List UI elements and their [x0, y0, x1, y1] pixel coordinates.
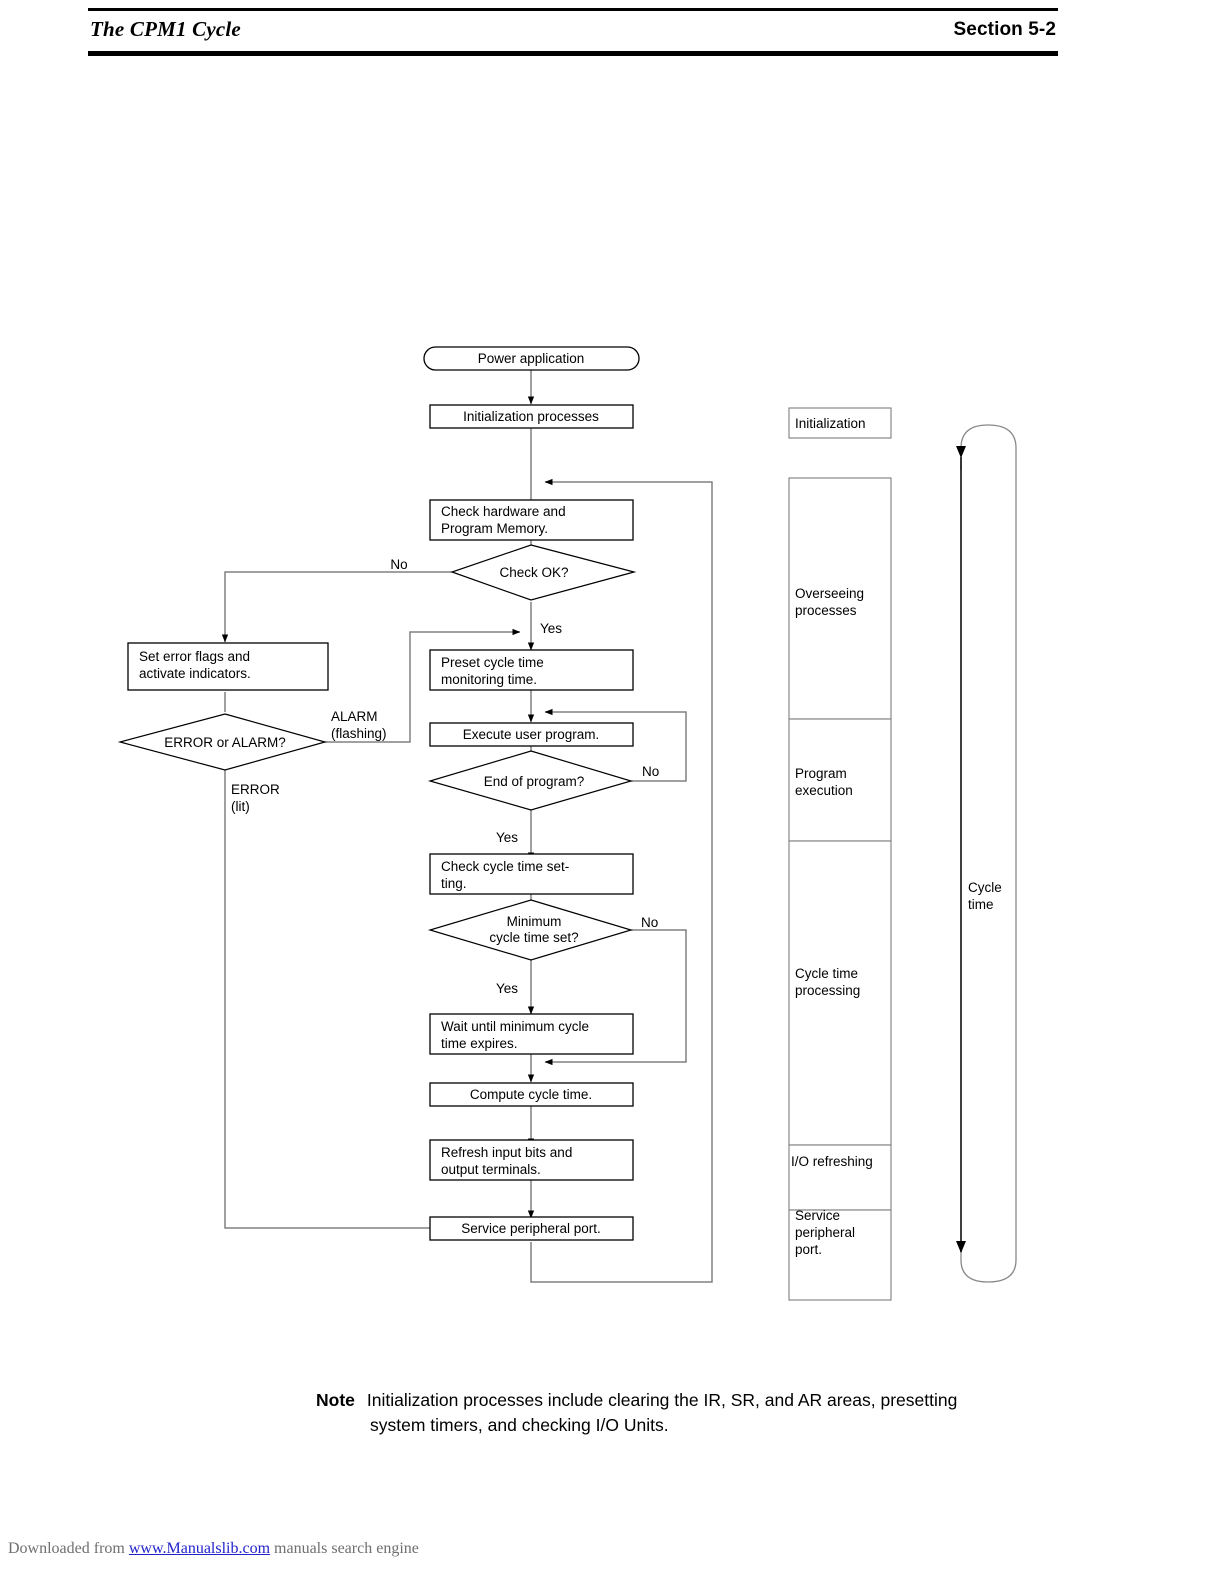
node-service-peripheral-port: Service peripheral port.	[429, 1216, 634, 1241]
node-wait-line1: Wait until minimum cycle	[441, 1019, 589, 1034]
phase-program-line1: Program	[795, 766, 847, 781]
node-power-application: Power application	[423, 346, 640, 371]
edge-label-no-end: No	[642, 764, 659, 779]
phase-overseeing-line1: Overseeing	[795, 586, 864, 601]
edge-label-error-line2: (lit)	[231, 799, 250, 814]
note-label: Note	[316, 1390, 355, 1410]
node-initialization-processes: Initialization processes	[429, 404, 634, 429]
node-check-hardware-line2: Program Memory.	[441, 521, 548, 536]
phase-service-line3: port.	[795, 1242, 822, 1257]
node-preset-cycle-time-line2: monitoring time.	[441, 672, 537, 687]
node-wait-minimum-cycle-time: Wait until minimum cycle time expires.	[429, 1013, 634, 1055]
cpm1-cycle-flowchart: Power application Initialization process…	[0, 330, 1224, 1310]
edge-label-no-min: No	[641, 915, 658, 930]
phase-column: Initialization Overseeing processes Prog…	[788, 407, 892, 1301]
node-refresh-io-line2: output terminals.	[441, 1162, 541, 1177]
node-end-of-program-label: End of program?	[484, 774, 585, 789]
phase-service-line2: peripheral	[795, 1225, 855, 1240]
phase-cycle-time-processing: Cycle time processing	[788, 840, 892, 1146]
node-check-cycle-time-line2: ting.	[441, 876, 467, 891]
phase-cycletime-line1: Cycle time	[795, 966, 858, 981]
phase-io-refreshing-label: I/O refreshing	[791, 1154, 873, 1169]
node-error-or-alarm-decision: ERROR or ALARM?	[117, 713, 328, 771]
node-set-error-flags-line2: activate indicators.	[139, 666, 251, 681]
note-line2: system timers, and checking I/O Units.	[370, 1415, 669, 1435]
node-set-error-flags-line1: Set error flags and	[139, 649, 250, 664]
edge-label-no-check: No	[390, 557, 407, 572]
node-compute-cycle-time: Compute cycle time.	[429, 1082, 634, 1107]
node-check-cycle-time-line1: Check cycle time set-	[441, 859, 569, 874]
phase-overseeing-line2: processes	[795, 603, 857, 618]
header-rule-bottom	[88, 51, 1058, 56]
cycle-time-bracket-line1: Cycle	[968, 880, 1002, 895]
note-block: Note Initialization processes include cle…	[316, 1388, 1076, 1438]
phase-program-line2: execution	[795, 783, 853, 798]
node-preset-cycle-time: Preset cycle time monitoring time.	[429, 649, 634, 691]
node-wait-line2: time expires.	[441, 1036, 518, 1051]
flow-edge-labels: No Yes ALARM (flashing) ERROR (lit) No Y…	[231, 557, 659, 996]
edge-label-yes-min: Yes	[496, 981, 518, 996]
edge-label-alarm-line1: ALARM	[331, 709, 378, 724]
node-refresh-io-line1: Refresh input bits and	[441, 1145, 572, 1160]
node-refresh-io: Refresh input bits and output terminals.	[429, 1139, 634, 1181]
node-minimum-cycle-time-line2: cycle time set?	[489, 930, 578, 945]
node-check-cycle-time-setting: Check cycle time set- ting.	[429, 853, 634, 895]
node-check-ok-decision: Check OK?	[450, 544, 637, 601]
flow-connectors	[221, 370, 713, 1283]
edge-label-error-line1: ERROR	[231, 782, 280, 797]
node-execute-user-program-label: Execute user program.	[463, 727, 600, 742]
phase-service-line1: Service	[795, 1208, 840, 1223]
phase-overseeing-processes: Overseeing processes	[788, 477, 892, 720]
phase-io-refreshing: I/O refreshing	[788, 1144, 892, 1211]
node-error-or-alarm-label: ERROR or ALARM?	[164, 735, 286, 750]
node-check-ok-label: Check OK?	[499, 565, 568, 580]
page-footer: Downloaded from www.Manualslib.com manua…	[8, 1540, 419, 1558]
cycle-time-bracket-line2: time	[968, 897, 994, 912]
node-minimum-cycle-time-line1: Minimum	[507, 914, 562, 929]
node-initialization-processes-label: Initialization processes	[463, 409, 599, 424]
page-title: The CPM1 Cycle	[90, 17, 241, 41]
footer-prefix: Downloaded from	[8, 1540, 129, 1557]
node-preset-cycle-time-line1: Preset cycle time	[441, 655, 544, 670]
page-header: The CPM1 Cycle Section 5-2	[88, 8, 1058, 56]
phase-initialization: Initialization	[788, 407, 892, 439]
node-set-error-flags: Set error flags and activate indicators.	[127, 642, 329, 691]
edge-label-yes-end: Yes	[496, 830, 518, 845]
node-execute-user-program: Execute user program.	[429, 722, 634, 747]
note-line1: Initialization processes include clearin…	[366, 1390, 958, 1410]
phase-program-execution: Program execution	[788, 718, 892, 842]
node-service-peripheral-port-label: Service peripheral port.	[461, 1221, 601, 1236]
header-rule-top	[88, 8, 1058, 11]
node-power-application-label: Power application	[478, 351, 585, 366]
node-check-hardware: Check hardware and Program Memory.	[429, 499, 634, 541]
node-compute-cycle-time-label: Compute cycle time.	[470, 1087, 592, 1102]
node-end-of-program-decision: End of program?	[427, 750, 634, 811]
cycle-time-bracket: Cycle time	[956, 424, 1017, 1283]
node-minimum-cycle-time-decision: Minimum cycle time set?	[427, 899, 634, 961]
flow-nodes: Power application Initialization process…	[117, 346, 640, 1241]
edge-label-alarm-line2: (flashing)	[331, 726, 387, 741]
section-label: Section 5-2	[953, 19, 1056, 40]
manualslib-link[interactable]: www.Manualslib.com	[128, 1540, 271, 1557]
phase-service-peripheral-port: Service peripheral port.	[788, 1208, 892, 1301]
footer-suffix: manuals search engine	[270, 1540, 419, 1557]
phase-cycletime-line2: processing	[795, 983, 860, 998]
edge-label-yes-check: Yes	[540, 621, 562, 636]
node-check-hardware-line1: Check hardware and	[441, 504, 566, 519]
phase-initialization-label: Initialization	[795, 416, 866, 431]
